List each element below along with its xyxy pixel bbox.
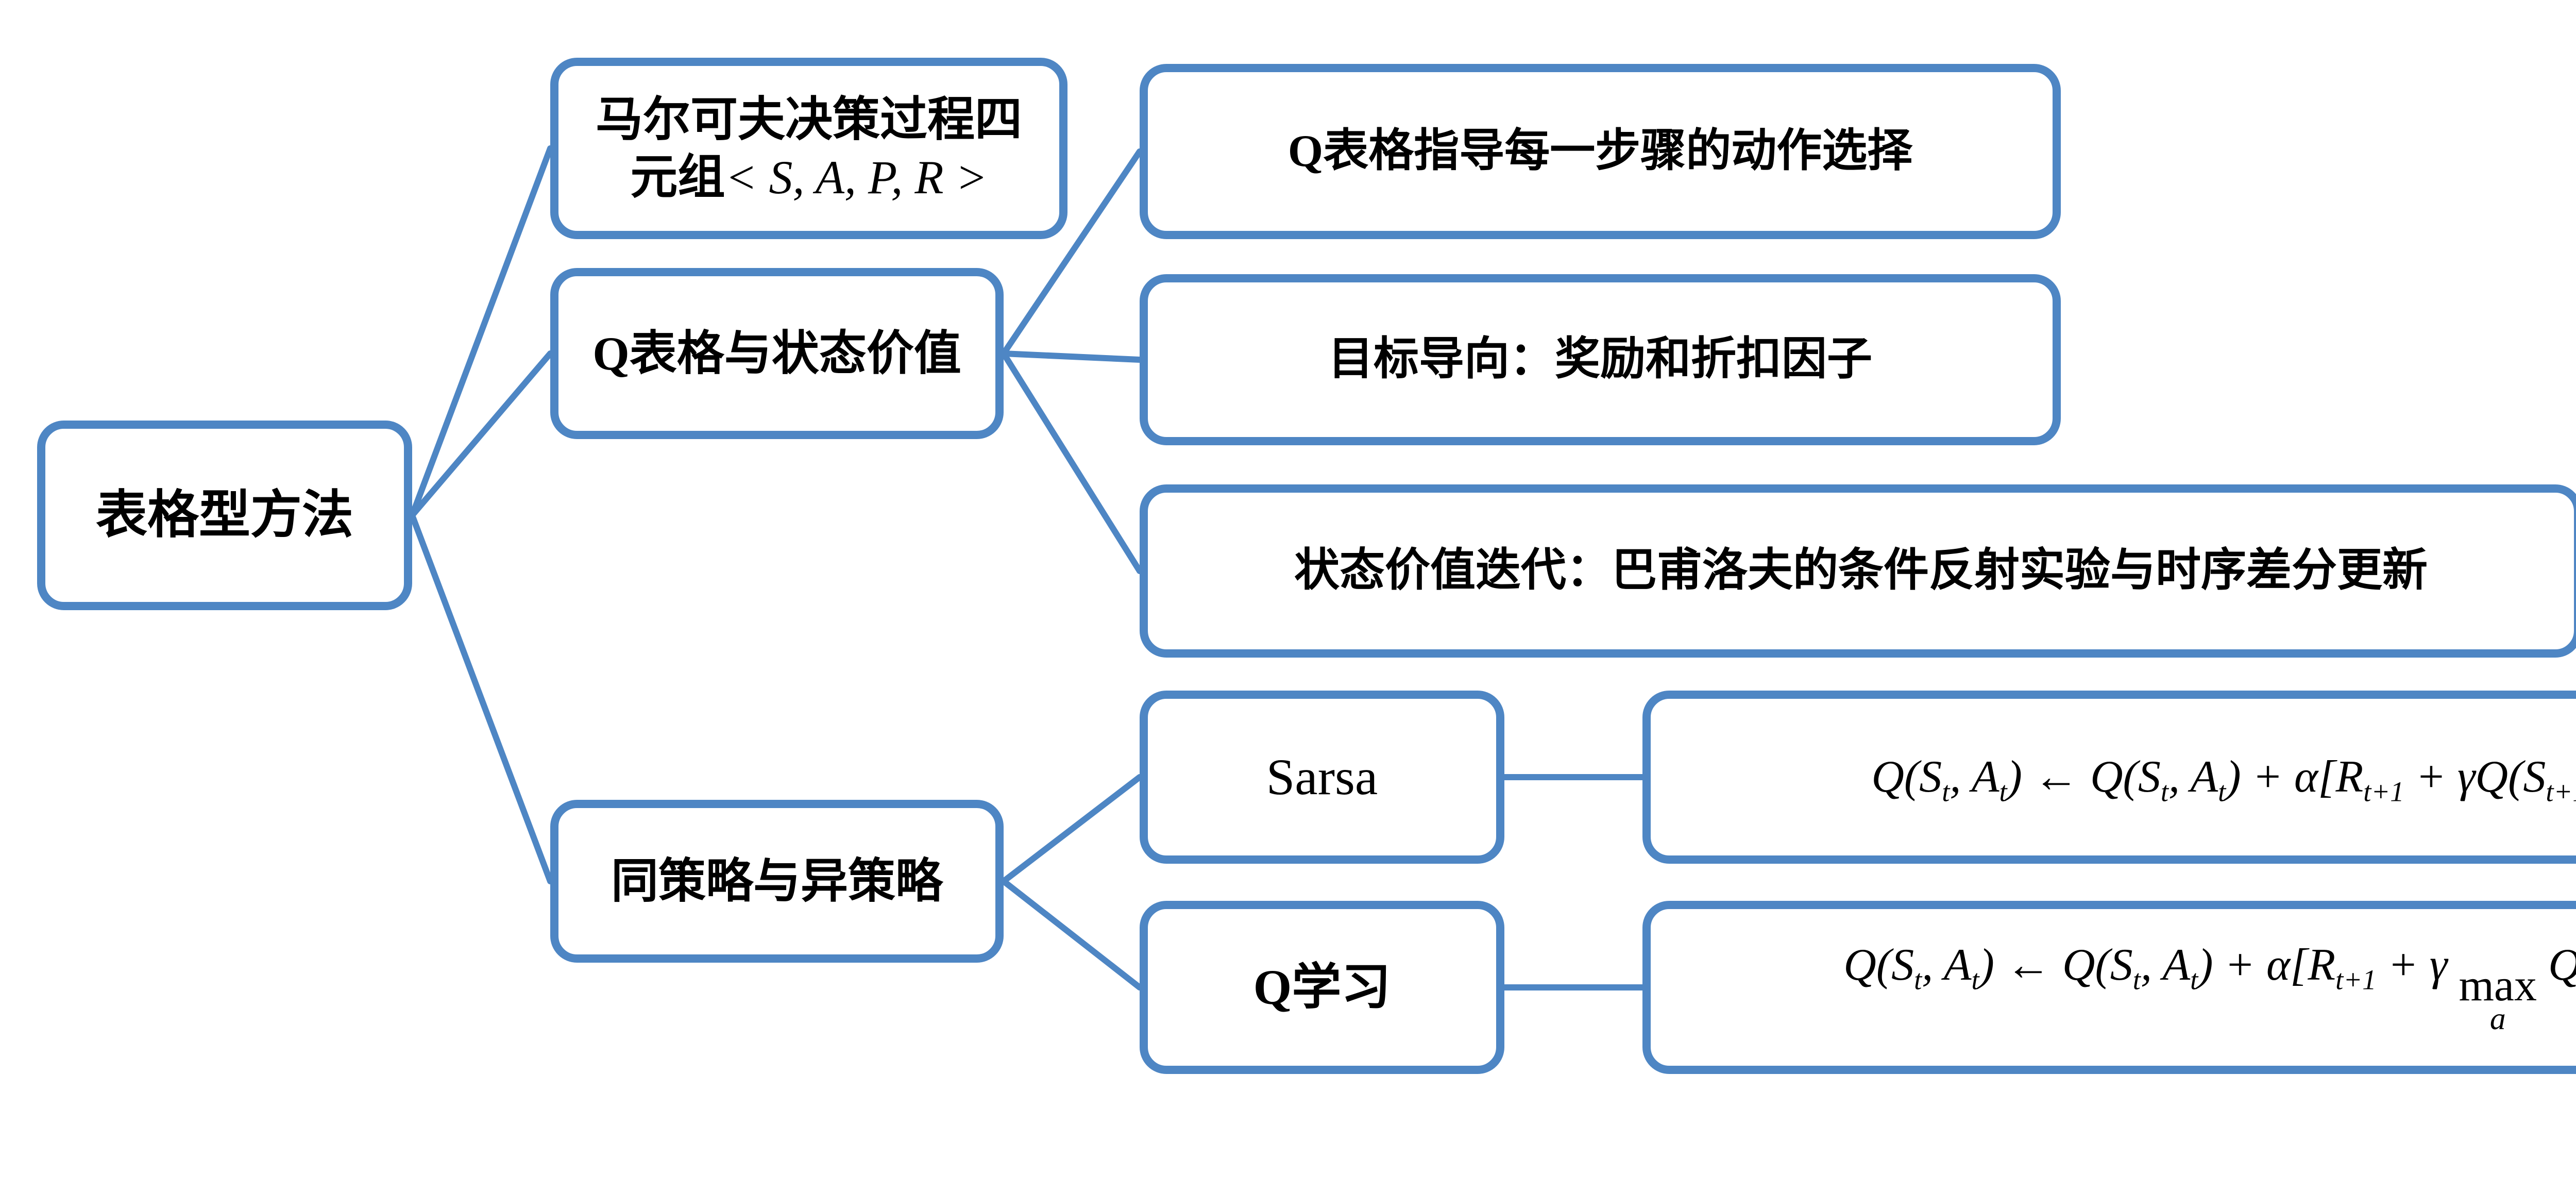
sarsa-update-formula: Q(St, At) ← Q(St, At) + α[Rt+1 + γQ(St+1… <box>1871 752 2576 808</box>
branch-node-on-off-policy: 同策略与异策略 <box>550 800 1004 963</box>
leaf3-label: 状态价值迭代：巴甫洛夫的条件反射实验与时序差分更新 <box>1294 546 2428 596</box>
connector-qtable-leaf3 <box>1001 350 1143 574</box>
root-node-tabular-methods: 表格型方法 <box>37 421 412 610</box>
branch-node-qtable-state-value: Q表格与状态价值 <box>550 268 1004 439</box>
leaf-node-state-value-iteration: 状态价值迭代：巴甫洛夫的条件反射实验与时序差分更新 <box>1140 484 2576 658</box>
leaf-node-qlearning: Q学习 <box>1140 901 1504 1074</box>
connector-qtable-leaf2 <box>1001 350 1143 363</box>
qlearning-label: Q学习 <box>1253 960 1391 1015</box>
formula-node-sarsa-update: Q(St, At) ← Q(St, At) + α[Rt+1 + γQ(St+1… <box>1642 691 2576 864</box>
qtable-label: Q表格与状态价值 <box>592 327 961 380</box>
sarsa-label: Sarsa <box>1266 748 1378 805</box>
leaf1-label: Q表格指导每一步骤的动作选择 <box>1287 126 1913 177</box>
leaf-node-sarsa: Sarsa <box>1140 691 1504 864</box>
mdp-label-line2: 元组< S, A, P, R > <box>630 148 987 206</box>
leaf-node-qtable-action-selection: Q表格指导每一步骤的动作选择 <box>1140 64 2061 239</box>
connector-root-mdp <box>409 145 553 518</box>
mdp-tuple-math: < S, A, P, R > <box>725 151 988 204</box>
branch-node-mdp-tuple: 马尔可夫决策过程四 元组< S, A, P, R > <box>550 58 1067 239</box>
connector-policy-qlearn <box>1001 878 1143 990</box>
connector-root-policy <box>409 512 553 884</box>
mdp-label-line1: 马尔可夫决策过程四 <box>595 93 1022 146</box>
policy-label: 同策略与异策略 <box>611 854 943 908</box>
connector-root-qtable <box>409 350 553 518</box>
leaf2-label: 目标导向：奖励和折扣因子 <box>1328 334 1872 385</box>
mdp-label-line2-prefix: 元组 <box>630 151 725 204</box>
connector-policy-sarsa <box>1001 774 1143 884</box>
root-node-label: 表格型方法 <box>96 486 353 544</box>
leaf-node-goal-oriented: 目标导向：奖励和折扣因子 <box>1140 274 2061 445</box>
